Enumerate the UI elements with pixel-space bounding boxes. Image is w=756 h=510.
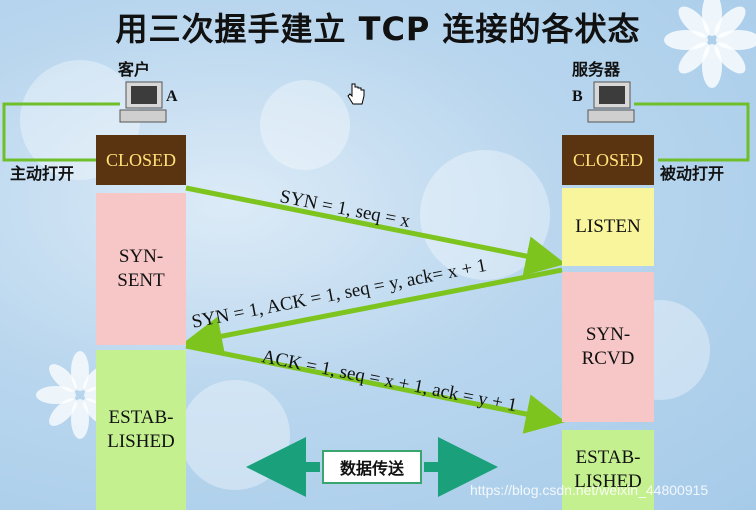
server-state-closed: CLOSED [562,135,654,185]
bokeh-circle [260,80,350,170]
syn-arrow [185,185,566,276]
passive-open-label: 被动打开 [660,164,725,183]
server-letter: B [572,88,583,105]
ack-arrow [185,343,566,434]
data-transfer-label: 数据传送 [322,450,422,484]
server-state-listen: LISTEN [562,188,654,266]
client-state-closed: CLOSED [96,135,186,185]
syn-ack-arrow [182,267,563,356]
client-open-loop [2,102,120,162]
server-open-loop [634,102,750,162]
client-state-syn-sent: SYN- SENT [96,193,186,345]
watermark: https://blog.csdn.net/weixin_44800915 [470,482,709,498]
client-letter: A [166,88,178,105]
server-computer-icon [587,81,635,123]
server-label: 服务器 [572,60,621,79]
client-computer-icon [119,81,167,123]
client-label: 客户 [118,60,151,79]
server-state-syn-rcvd: SYN- RCVD [562,272,654,422]
active-open-label: 主动打开 [10,164,75,183]
page-title: 用三次握手建立 TCP 连接的各状态 [115,10,641,48]
server-state-established: ESTAB- LISHED [562,430,654,510]
client-state-established: ESTAB- LISHED [96,350,186,510]
